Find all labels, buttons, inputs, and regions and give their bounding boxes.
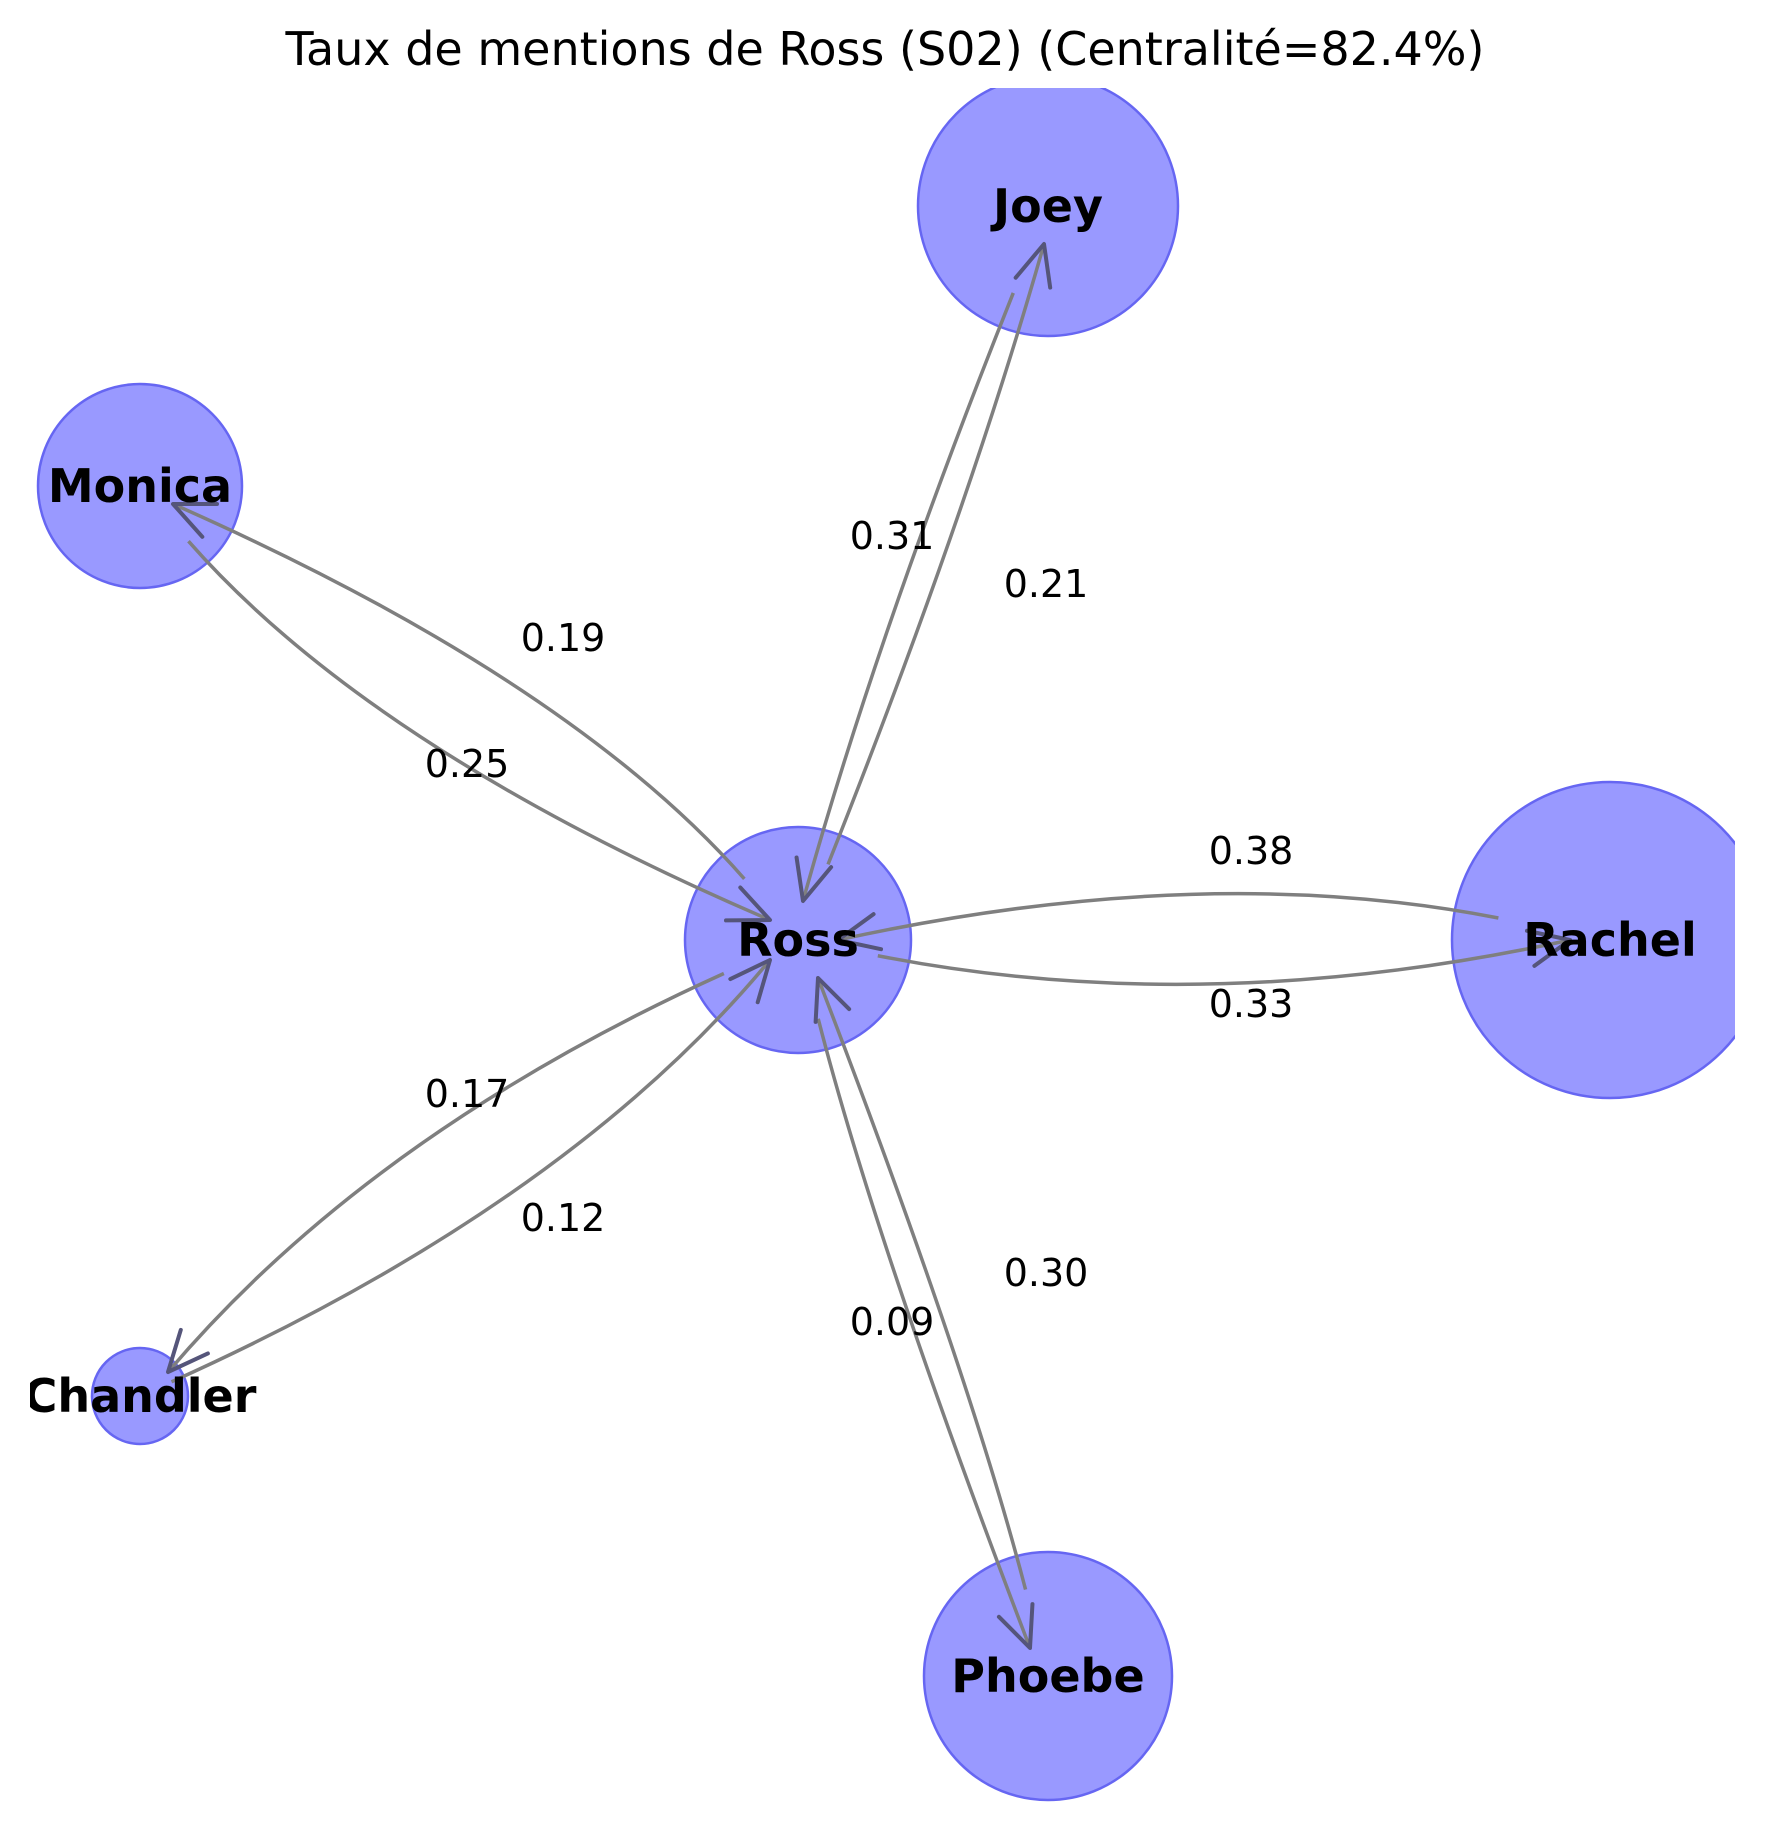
edge-weight-label: 0.25 [425,742,510,786]
edge-ross-to-joey [826,243,1046,866]
node-label-phoebe: Phoebe [951,1649,1144,1703]
node-label-rachel: Rachel [1523,913,1696,967]
node-chandler [90,1346,190,1446]
node-joey [916,88,1180,338]
edge-ross-to-monica [172,502,746,880]
edge-weight-label: 0.21 [1004,562,1089,606]
edge-chandler-to-ross [170,958,772,1384]
arrowhead-rachel-to-ross [836,912,884,952]
node-monica [36,382,244,590]
edge-ross-to-rachel [877,938,1571,987]
arrowhead-monica-to-ross [724,885,772,923]
arrowhead-ross-to-rachel [1524,928,1572,968]
edge-weight-label: 0.19 [521,616,606,660]
edge-weight-label: 0.12 [521,1196,606,1240]
node-label-joey: Joey [990,179,1103,233]
edge-ross-to-chandler [166,971,725,1374]
edge-monica-to-ross [187,540,771,922]
arrowhead-phoebe-to-ross [813,976,852,1024]
arrowhead-chandler-to-ross [728,958,772,1005]
diagram-title: Taux de mentions de Ross (S02) (Centrali… [285,22,1485,76]
edge-joey-to-ross [801,292,1015,902]
arrowhead-ross-to-chandler [166,1327,210,1374]
edge-weight-label: 0.38 [1209,829,1294,873]
edge-weight-label: 0.31 [850,514,935,558]
edge-weight-label: 0.17 [425,1072,510,1116]
node-label-monica: Monica [48,459,232,513]
arrowhead-ross-to-monica [171,502,219,539]
node-phoebe [922,1550,1174,1802]
arrowhead-ross-to-joey [1013,242,1053,290]
edge-weight-label: 0.33 [1209,982,1294,1026]
node-label-chandler: Chandler [24,1369,257,1423]
edge-phoebe-to-ross [816,977,1028,1591]
edge-weight-label: 0.30 [1004,1251,1089,1295]
arrowhead-ross-to-phoebe [996,1602,1035,1650]
edge-rachel-to-ross [837,891,1499,942]
node-ross [683,825,913,1055]
arrowhead-joey-to-ross [794,855,834,903]
edge-ross-to-phoebe [816,1018,1032,1649]
node-label-ross: Ross [737,913,859,967]
node-rachel [1450,780,1735,1100]
edge-weight-label: 0.09 [850,1300,935,1344]
